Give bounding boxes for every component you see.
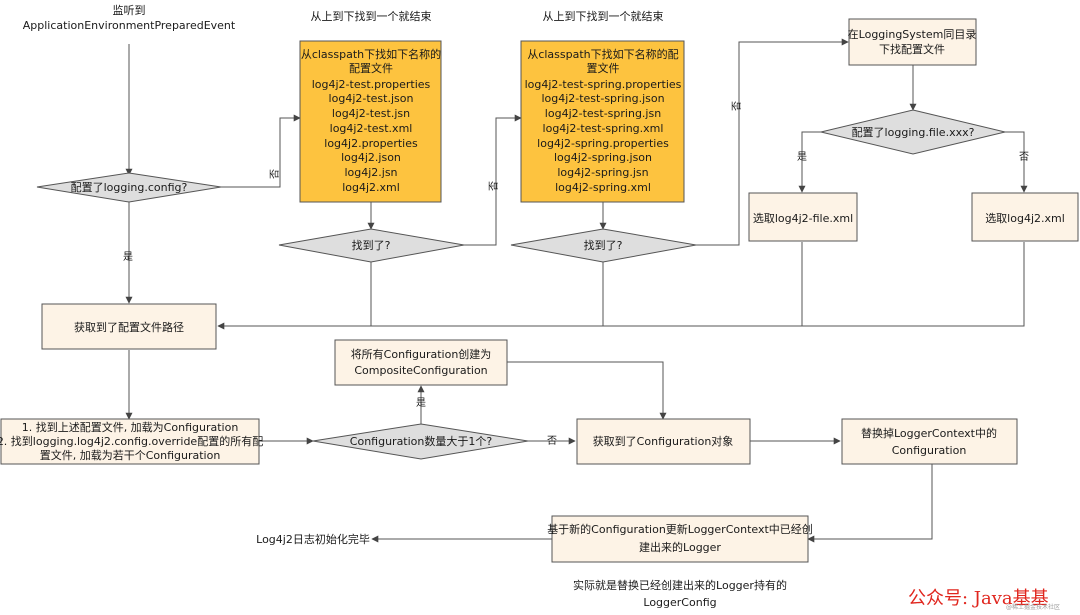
logging-system-line-1: 在LoggingSystem同目录 bbox=[848, 28, 977, 41]
label-no-1: 否 bbox=[269, 169, 281, 179]
got-config-label: 获取到了Configuration对象 bbox=[593, 434, 734, 448]
cp1-line-9: log4j2.xml bbox=[342, 181, 400, 194]
edge-file-check-yes bbox=[798, 131, 821, 193]
replace-line-1: 替换掉LoggerContext中的 bbox=[861, 426, 997, 440]
decision-found-1: 找到了? bbox=[278, 228, 465, 263]
got-config-box: 获取到了Configuration对象 bbox=[576, 418, 751, 465]
cp2-line-8: log4j2-spring.jsn bbox=[557, 166, 648, 179]
load-config-box: 1. 找到上述配置文件, 加载为Configuration 2. 找到loggi… bbox=[0, 418, 263, 465]
start-event: 监听到 ApplicationEnvironmentPreparedEvent bbox=[23, 4, 236, 32]
note: 实际就是替换已经创建出来的Logger持有的 LoggerConfig bbox=[573, 578, 787, 609]
edge-labels: 否 是 否 否 是 否 是 否 bbox=[123, 101, 1029, 447]
cp1-line-7: log4j2.json bbox=[341, 151, 401, 164]
cp2-line-4: log4j2-test-spring.jsn bbox=[545, 107, 661, 120]
pick-file-xml-label: 选取log4j2-file.xml bbox=[753, 212, 853, 225]
search-caption-2: 从上到下找到一个就结束 bbox=[543, 9, 664, 23]
cp2-line-5: log4j2-test-spring.xml bbox=[543, 122, 664, 135]
logging-system-box: 在LoggingSystem同目录 下找配置文件 bbox=[848, 18, 977, 66]
search-caption-1: 从上到下找到一个就结束 bbox=[311, 9, 432, 23]
composite-box: 将所有Configuration创建为 CompositeConfigurati… bbox=[334, 339, 508, 386]
decision-logging-file: 配置了logging.file.xxx? bbox=[820, 109, 1006, 155]
decision-logging-file-label: 配置了logging.file.xxx? bbox=[852, 126, 975, 139]
cp1-line-8: log4j2.jsn bbox=[344, 166, 397, 179]
label-yes-3: 是 bbox=[416, 397, 426, 409]
load-line-1: 1. 找到上述配置文件, 加载为Configuration bbox=[22, 420, 239, 434]
pick-file-xml-box: 选取log4j2-file.xml bbox=[748, 192, 858, 242]
start-event-line-1: 监听到 bbox=[113, 4, 146, 17]
note-line-1: 实际就是替换已经创建出来的Logger持有的 bbox=[573, 578, 787, 592]
classpath-box-2: 从classpath下找如下名称的配 置文件 log4j2-test-sprin… bbox=[520, 40, 685, 203]
cp1-line-3: log4j2-test.json bbox=[329, 92, 414, 105]
note-line-2: LoggerConfig bbox=[643, 596, 716, 609]
classpath-box-1: 从classpath下找如下名称的 配置文件 log4j2-test.prope… bbox=[299, 40, 442, 203]
cp2-line-7: log4j2-spring.json bbox=[554, 151, 652, 164]
cp2-line-1: 置文件 bbox=[587, 61, 620, 75]
decision-logging-config: 配置了logging.config? bbox=[36, 172, 222, 203]
decision-found-2-label: 找到了? bbox=[584, 238, 623, 252]
cp1-line-0: 从classpath下找如下名称的 bbox=[301, 47, 441, 61]
decision-config-count-label: Configuration数量大于1个? bbox=[350, 434, 493, 448]
label-no-5: 否 bbox=[547, 435, 557, 447]
edge-logging-config-no bbox=[221, 114, 301, 188]
pick-xml-box: 选取log4j2.xml bbox=[971, 192, 1079, 242]
update-line-2: 建出来的Logger bbox=[639, 540, 721, 554]
label-no-4: 否 bbox=[1019, 151, 1029, 163]
decision-found-2: 找到了? bbox=[510, 228, 697, 263]
decision-config-count: Configuration数量大于1个? bbox=[312, 423, 529, 460]
update-box: 基于新的Configuration更新LoggerContext中已经创 建出来… bbox=[547, 515, 813, 563]
cp1-line-1: 配置文件 bbox=[349, 61, 393, 75]
done-text: Log4j2日志初始化完毕 bbox=[256, 532, 370, 546]
update-line-1: 基于新的Configuration更新LoggerContext中已经创 bbox=[547, 522, 813, 536]
connectors bbox=[125, 38, 1028, 543]
replace-box: 替换掉LoggerContext中的 Configuration bbox=[841, 418, 1018, 465]
pick-xml-label: 选取log4j2.xml bbox=[985, 212, 1065, 225]
edge-found2-no bbox=[696, 38, 849, 246]
edge-merge-to-got-path bbox=[217, 242, 1025, 330]
composite-line-1: 将所有Configuration创建为 bbox=[351, 347, 492, 361]
got-path-label: 获取到了配置文件路径 bbox=[74, 320, 184, 334]
edge-found1-no bbox=[464, 114, 522, 246]
label-no-2: 否 bbox=[488, 181, 500, 191]
label-yes-1: 是 bbox=[123, 251, 133, 263]
logging-system-line-2: 下找配置文件 bbox=[879, 42, 945, 56]
start-event-line-2: ApplicationEnvironmentPreparedEvent bbox=[23, 19, 236, 32]
edge-composite-to-got-config bbox=[507, 361, 667, 420]
cp2-line-0: 从classpath下找如下名称的配 bbox=[527, 47, 678, 61]
edge-replace-to-update bbox=[807, 464, 933, 543]
cp2-line-9: log4j2-spring.xml bbox=[555, 181, 651, 194]
load-line-2: 2. 找到logging.log4j2.config.override配置的所有… bbox=[0, 434, 263, 448]
cp1-line-4: log4j2-test.jsn bbox=[332, 107, 410, 120]
label-no-3: 否 bbox=[731, 101, 743, 111]
label-yes-2: 是 bbox=[797, 151, 807, 163]
cp1-line-6: log4j2.properties bbox=[324, 137, 418, 150]
watermark: 公众号: Java基基 bbox=[908, 588, 1049, 609]
decision-logging-config-label: 配置了logging.config? bbox=[71, 181, 188, 194]
cp2-line-2: log4j2-test-spring.properties bbox=[525, 78, 682, 91]
decision-found-1-label: 找到了? bbox=[352, 238, 391, 252]
load-line-3: 置文件, 加载为若干个Configuration bbox=[40, 448, 221, 462]
got-path-box: 获取到了配置文件路径 bbox=[41, 303, 217, 350]
composite-line-2: CompositeConfiguration bbox=[354, 364, 487, 377]
cp2-line-6: log4j2-spring.properties bbox=[537, 137, 669, 150]
cp1-line-5: log4j2-test.xml bbox=[330, 122, 413, 135]
edge-file-check-no bbox=[1005, 131, 1028, 193]
cp2-line-3: log4j2-test-spring.json bbox=[541, 92, 664, 105]
watermark-small: @稀土掘金技术社区 bbox=[1006, 604, 1061, 611]
replace-line-2: Configuration bbox=[892, 444, 967, 457]
cp1-line-2: log4j2-test.properties bbox=[312, 78, 431, 91]
